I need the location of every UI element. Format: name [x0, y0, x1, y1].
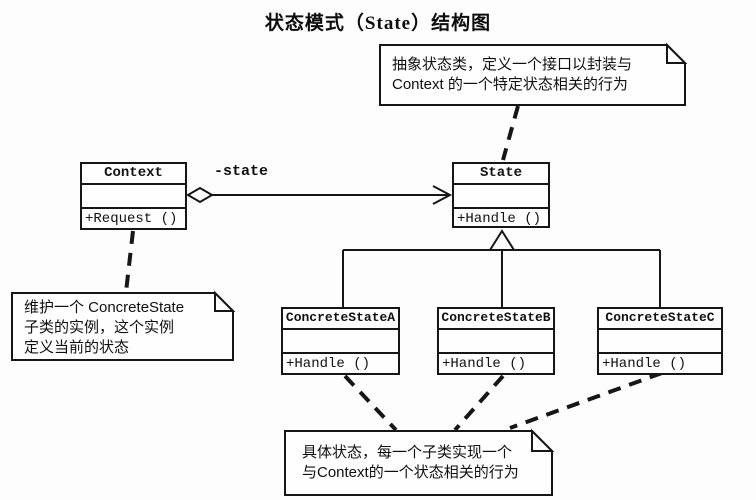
aggregation-diamond — [186, 186, 214, 204]
arrowhead-open — [432, 185, 453, 205]
class-state-attributes — [454, 185, 548, 209]
class-concrete-state-b: ConcreteStateB +Handle () — [437, 307, 555, 375]
class-concrete-state-c-attributes — [599, 330, 721, 354]
dash-stateA-to-note — [343, 374, 398, 432]
dash-stateC-to-note — [509, 371, 663, 430]
class-concrete-state-b-name: ConcreteStateB — [439, 309, 553, 330]
concrete-note-shape — [284, 428, 555, 496]
class-concrete-state-c-name: ConcreteStateC — [599, 309, 721, 330]
context-note-line-1: 维护一个 ConcreteState — [24, 299, 185, 316]
class-concrete-state-b-method: +Handle () — [442, 356, 527, 372]
context-note-shape — [11, 290, 236, 361]
concrete-note-text: 具体状态，每一个子类实现一个 与Context的一个状态相关的行为 — [302, 443, 519, 483]
class-context-name: Context — [82, 164, 185, 185]
inheritance-connector — [342, 229, 661, 307]
dash-context-to-note — [124, 230, 135, 293]
context-note-line-3: 定义当前的状态 — [24, 339, 130, 356]
class-concrete-state-c: ConcreteStateC +Handle () — [597, 307, 723, 375]
state-note-line-2: Context 的一个特定状态相关的行为 — [392, 76, 628, 93]
class-context-method: +Request () — [85, 211, 178, 227]
class-concrete-state-b-attributes — [439, 330, 553, 354]
class-concrete-state-a-name: ConcreteStateA — [283, 309, 398, 330]
diagram-title: 状态模式（State）结构图 — [264, 13, 492, 34]
class-concrete-state-a-attributes — [283, 330, 398, 354]
association-label: -state — [214, 163, 269, 180]
state-note-line-1: 抽象状态类，定义一个接口以封装与 — [392, 56, 633, 73]
state-note-shape — [379, 42, 688, 106]
concrete-note-line-2: 与Context的一个状态相关的行为 — [302, 464, 519, 481]
aggregation-association — [186, 185, 453, 205]
context-note-text: 维护一个 ConcreteState 子类的实例，这个实例 定义当前的状态 — [24, 298, 184, 358]
class-state-method: +Handle () — [457, 211, 542, 226]
context-note-line-2: 子类的实例，这个实例 — [24, 319, 175, 336]
concrete-note-line-1: 具体状态，每一个子类实现一个 — [302, 444, 513, 461]
inheritance-triangle — [488, 229, 516, 251]
dash-stateB-to-note — [453, 374, 505, 432]
class-state: State +Handle () — [452, 162, 550, 228]
class-context-attributes — [82, 185, 185, 209]
class-concrete-state-a: ConcreteStateA +Handle () — [281, 307, 400, 375]
class-state-name: State — [454, 164, 548, 185]
class-concrete-state-c-method: +Handle () — [602, 356, 687, 372]
state-note-text: 抽象状态类，定义一个接口以封装与 Context 的一个特定状态相关的行为 — [392, 55, 632, 95]
class-concrete-state-a-method: +Handle () — [286, 356, 371, 372]
dash-note-to-state — [501, 105, 520, 161]
class-context: Context +Request () — [80, 162, 187, 230]
